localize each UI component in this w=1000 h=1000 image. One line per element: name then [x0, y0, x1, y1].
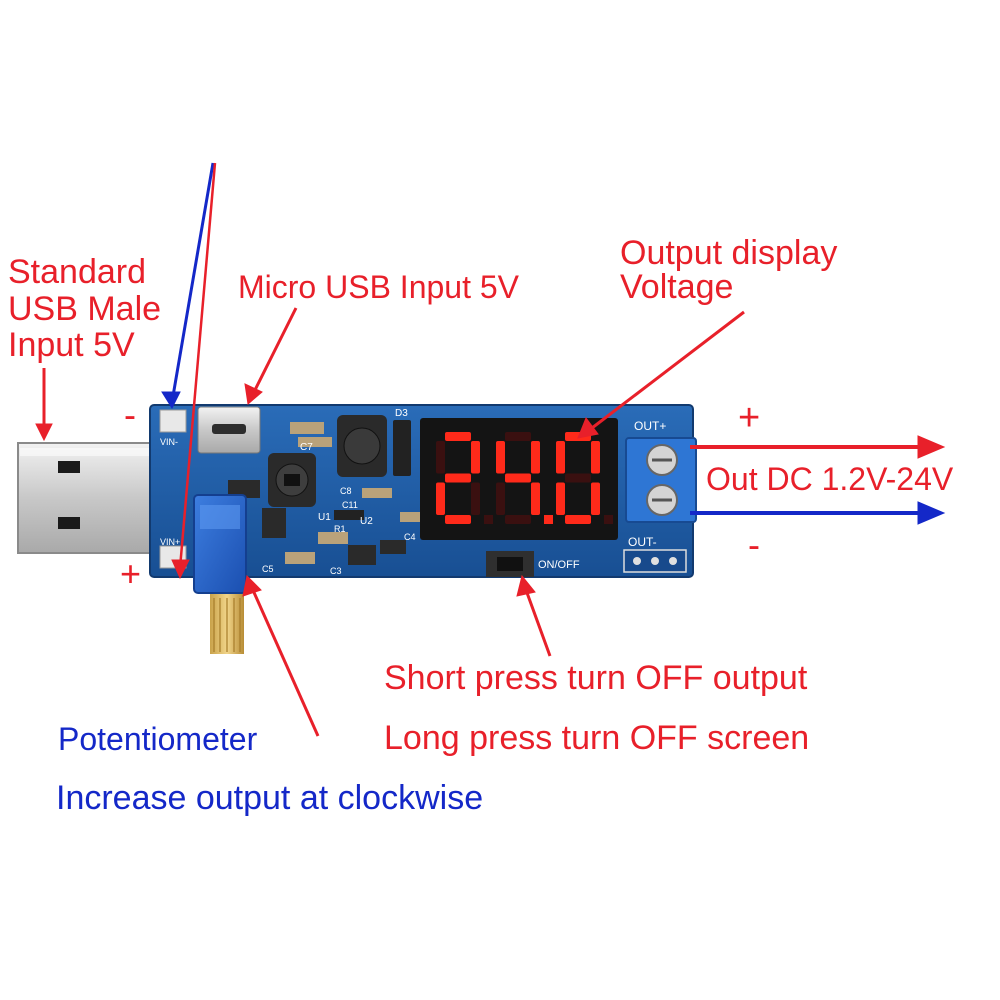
display-decimal-point — [604, 515, 613, 524]
display-segment — [591, 441, 600, 474]
display-segment — [556, 441, 565, 474]
short-press-label: Short press turn OFF output — [384, 659, 808, 697]
display-segment — [556, 482, 565, 515]
output-display-label: Output display Voltage — [620, 234, 838, 306]
display-segment — [445, 473, 471, 483]
display-digit — [496, 432, 553, 524]
clockwise-label: Increase output at clockwise — [56, 779, 484, 817]
potentiometer-label: Potentiometer — [58, 721, 258, 757]
arrow-icon — [591, 310, 745, 430]
display-segment — [531, 441, 540, 474]
micro-usb-input-label: Micro USB Input 5V — [238, 269, 519, 305]
display-decimal-point — [544, 515, 553, 524]
long-press-label: Long press turn OFF screen — [384, 719, 810, 757]
display-segment — [496, 482, 505, 515]
silk-vin-plus: VIN+ — [160, 537, 180, 547]
silk-u1: U1 — [318, 512, 331, 523]
silk-r1: R1 — [334, 524, 346, 534]
arrow-icon — [524, 589, 552, 657]
arrow-icon — [178, 162, 217, 569]
silk-c11: C11 — [342, 500, 358, 510]
display-segment — [531, 482, 540, 515]
silk-c4: C4 — [404, 532, 416, 542]
silk-c8: C8 — [340, 486, 352, 496]
potentiometer[interactable] — [193, 494, 247, 654]
inductor-icon — [268, 453, 316, 507]
silk-u2: U2 — [360, 516, 373, 527]
input-minus-label: - — [124, 394, 136, 435]
input-plus-label: + — [120, 553, 142, 594]
silk-on-off: ON/OFF — [538, 559, 580, 571]
silk-c3: C3 — [330, 566, 342, 576]
silk-c5: C5 — [262, 564, 274, 574]
arrow-icon — [170, 162, 215, 403]
display-segment — [471, 482, 480, 515]
usb-male-input-label: Standard USB Male Input 5V — [8, 253, 162, 365]
arrow-icon — [250, 587, 320, 737]
voltage-display — [436, 432, 613, 524]
display-segment — [445, 432, 471, 441]
out-dc-label: Out DC 1.2V-24V — [706, 461, 954, 497]
silk-d3: D3 — [395, 408, 408, 419]
output-minus-label: - — [748, 524, 760, 565]
silk-vin-minus: VIN- — [160, 437, 178, 447]
screw-terminal-icon — [625, 437, 697, 523]
annotation-arrows — [35, 162, 946, 737]
display-decimal-point — [484, 515, 493, 524]
display-segment — [496, 441, 505, 474]
display-segment — [565, 473, 591, 483]
display-segment — [591, 482, 600, 515]
display-digit — [436, 432, 493, 524]
arrow-icon — [252, 307, 298, 393]
silk-out-minus: OUT- — [628, 535, 657, 549]
silk-out-plus: OUT+ — [634, 419, 666, 433]
display-segment — [505, 515, 531, 524]
display-segment — [565, 515, 591, 524]
display-segment — [505, 473, 531, 483]
display-segment — [436, 441, 445, 474]
output-plus-label: + — [738, 397, 761, 439]
display-segment — [436, 482, 445, 515]
display-segment — [471, 441, 480, 474]
display-segment — [445, 515, 471, 524]
display-segment — [505, 432, 531, 441]
silk-c7: C7 — [300, 442, 313, 453]
